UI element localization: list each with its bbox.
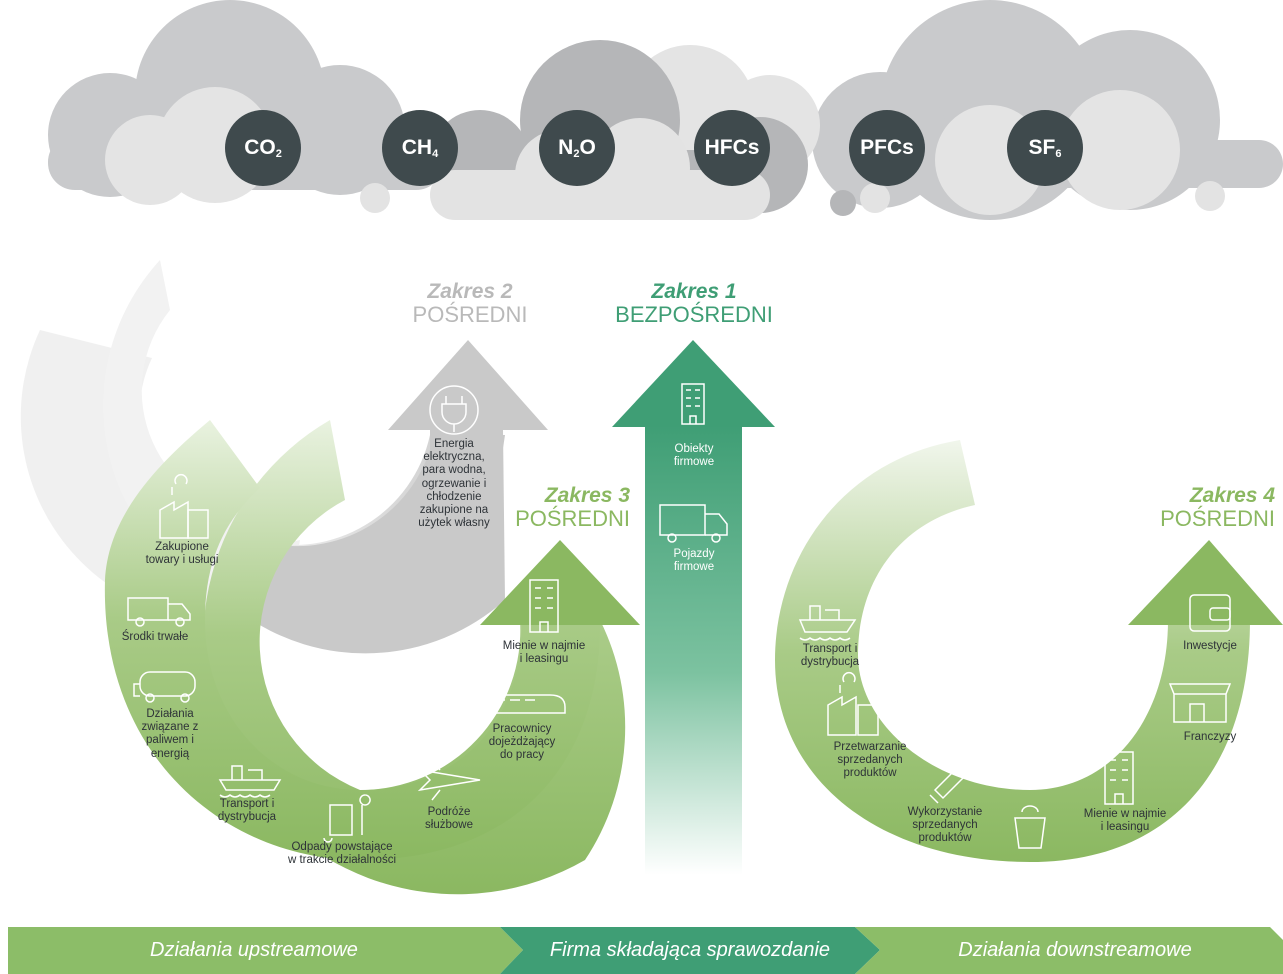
- scope2-number: Zakres 2: [427, 280, 513, 303]
- cargo-ship-icon: [798, 605, 857, 641]
- train-icon: [472, 694, 566, 714]
- label-franchises: Franczyzy: [1183, 731, 1237, 743]
- gas-hfcs: HFCs: [694, 110, 770, 186]
- recycle-bin-icon: [1014, 805, 1046, 849]
- gas-subscript: 6: [1055, 148, 1062, 160]
- label-downstream-transport: Transport i dystrybucja: [800, 643, 860, 669]
- ship-icon: [218, 765, 282, 798]
- gas-pfcs: PFCs: [849, 110, 925, 186]
- gas-subscript: 2: [573, 148, 580, 160]
- label-leased-assets: Mienie w najmie i leasingu: [502, 640, 586, 666]
- label-commuting: Pracownicy dojeżdżający do pracy: [488, 723, 556, 762]
- gas-label: CH: [401, 136, 433, 159]
- label-waste: Odpady powstające w trakcie działalności: [287, 841, 396, 867]
- label-company-vehicles: Pojazdy firmowe: [673, 548, 715, 574]
- plug-icon: [429, 385, 479, 435]
- scope1-title: Zakres 1 BEZPOŚREDNI: [594, 280, 794, 327]
- label-company-facilities: Obiekty firmowe: [673, 443, 715, 469]
- clouds: [48, 0, 1283, 220]
- label-capital-goods: Środki trwałe: [121, 631, 189, 643]
- gas-label: SF: [1028, 136, 1056, 159]
- scope1-arrow: [612, 340, 775, 875]
- scope2-title: Zakres 2 POŚREDNI: [370, 280, 570, 327]
- scope3-kind: POŚREDNI: [515, 506, 630, 532]
- scope3-number: Zakres 3: [544, 484, 630, 507]
- scope1-kind: BEZPOŚREDNI: [615, 302, 773, 328]
- label-use-of-products: Wykorzystanie sprzedanych produktów: [907, 806, 983, 845]
- gas-label: PFCs: [860, 136, 914, 159]
- factory-icon: [159, 474, 209, 539]
- bar-downstream: Działania downstreamowe: [958, 939, 1192, 961]
- scope4-arrow: [775, 440, 1283, 862]
- label-transport-distribution: Transport i dystrybucja: [217, 798, 277, 824]
- label-processing: Przetwarzanie sprzedanych produktów: [833, 741, 907, 780]
- fuel-tanker-icon: [133, 671, 196, 703]
- label-fuel-energy: Działania związane z paliwem i energią: [141, 708, 199, 760]
- scope1-number: Zakres 1: [651, 280, 737, 303]
- waste-icon: [323, 794, 371, 843]
- gas-label: CO: [244, 136, 276, 159]
- scope3-arrow: [104, 420, 640, 895]
- truck-icon: [659, 504, 728, 543]
- scope4-title: Zakres 4 POŚREDNI: [1125, 484, 1275, 531]
- bottom-bar: [8, 927, 1283, 974]
- plane-icon: [417, 759, 481, 801]
- lightbulb-icon: [929, 763, 970, 804]
- label-purchased-goods: Zakupione towary i usługi: [145, 541, 219, 567]
- delivery-truck-icon: [127, 597, 191, 627]
- scope4-kind: POŚREDNI: [1160, 506, 1275, 532]
- label-energy: Energia elektryczna, para wodna, ogrzewa…: [418, 438, 490, 530]
- gas-label: N: [558, 136, 574, 159]
- building-icon: [681, 383, 705, 425]
- label-business-travel: Podróże służbowe: [425, 806, 473, 832]
- building-lease-icon: [1104, 751, 1134, 805]
- office-building-icon: [529, 579, 559, 633]
- scope4-number: Zakres 4: [1189, 484, 1275, 507]
- processing-factory-icon: [827, 672, 879, 736]
- scope3-title: Zakres 3 POŚREDNI: [480, 484, 630, 531]
- gas-label-tail: O: [579, 136, 596, 159]
- label-downstream-leased: Mienie w najmie i leasingu: [1083, 808, 1167, 834]
- bar-upstream: Działania upstreamowe: [150, 939, 358, 961]
- wallet-icon: [1189, 594, 1231, 632]
- bar-reporting-company: Firma składająca sprawozdanie: [549, 939, 831, 961]
- scope2-kind: POŚREDNI: [412, 302, 528, 328]
- gas-subscript: 2: [275, 148, 282, 160]
- label-investments: Inwestycje: [1183, 640, 1237, 652]
- gas-subscript: 4: [432, 148, 439, 160]
- gas-label: HFCs: [704, 136, 760, 159]
- storefront-icon: [1168, 683, 1232, 723]
